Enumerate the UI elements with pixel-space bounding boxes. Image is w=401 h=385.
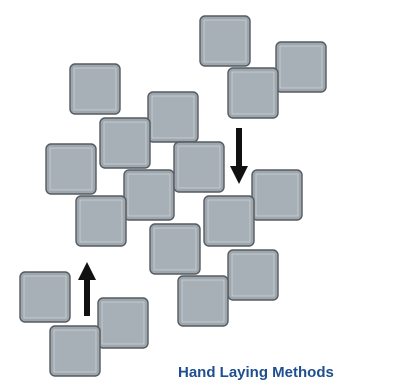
down-arrow: [230, 128, 248, 184]
paver-top-right: [199, 15, 327, 119]
caption-hand-laying-methods: Hand Laying Methods: [178, 364, 334, 381]
up-arrow: [78, 262, 96, 316]
